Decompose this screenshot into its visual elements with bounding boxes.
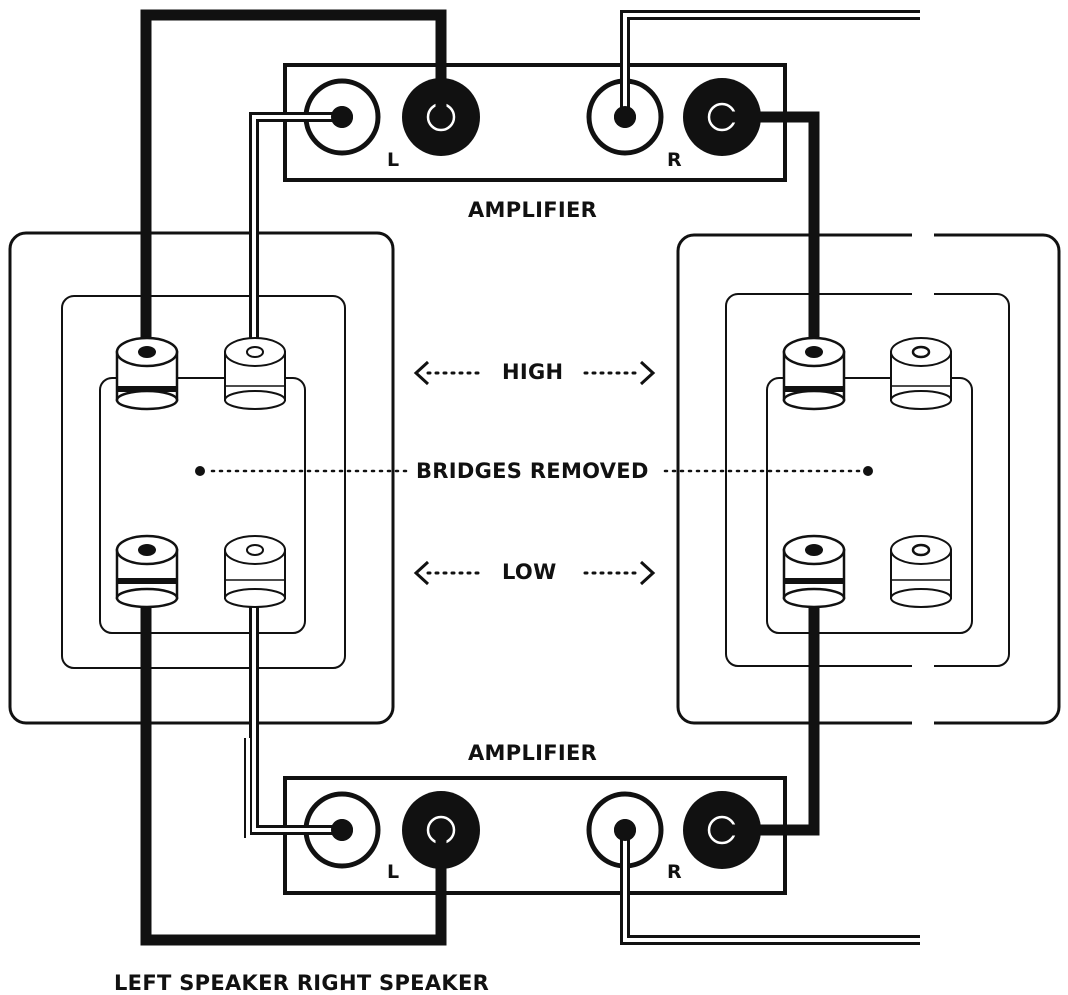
top-amp-left-channel-label: L [387,149,400,171]
low-label: LOW [502,560,557,584]
left-speaker-outer [8,231,395,725]
low-dotted-arrows [413,560,656,586]
bottom-amp-left-channel-label: L [387,861,400,883]
white-wire-left-high [249,112,342,352]
bottom-amp-right-channel-label: R [667,861,682,883]
bridges-removed-label: BRIDGES REMOVED [416,459,649,483]
right-speaker-middle [725,293,1010,667]
right-speaker-low-white-post [890,535,952,608]
right-speaker-high-white-post [890,337,952,410]
right-speaker-terminal-plate [766,377,973,634]
black-wire-right-low [722,550,820,836]
bridges-removed-dotted-line [195,466,873,476]
speakers-caption: LEFT SPEAKER RIGHT SPEAKER [114,971,490,995]
bottom-amp-right-white-jack-pin-overlay [614,819,636,841]
right-speaker-high-black-post [782,336,846,411]
high-dotted-arrows [413,360,656,386]
left-speaker-high-black-post [115,336,179,411]
top-amp-left-white-jack-pin-overlay [331,106,353,128]
top-amp-right-white-jack-pin-overlay [614,106,636,128]
right-speaker-low-black-post [782,534,846,609]
black-wire-left-low [140,550,447,946]
right-speaker-outer [676,233,1061,725]
left-speaker-middle [61,295,346,669]
top-amplifier-label: AMPLIFIER [468,198,598,222]
black-wire-left-high [140,9,447,352]
high-label: HIGH [502,360,564,384]
bottom-amp-left-white-jack-pin-overlay [331,819,353,841]
left-speaker-terminal-plate [99,377,306,634]
white-wire-right-top [620,10,920,117]
right-speaker-outline-gaps [912,226,934,732]
black-wire-right-high [722,111,820,352]
white-wire-right-bottom [620,830,920,945]
left-speaker-low-white-post [224,535,286,608]
bottom-amplifier-label: AMPLIFIER [468,741,598,765]
left-speaker-low-black-post [115,534,179,609]
left-speaker-high-white-post [224,337,286,410]
white-wire-left-low [240,550,342,838]
top-amp-right-channel-label: R [667,149,682,171]
